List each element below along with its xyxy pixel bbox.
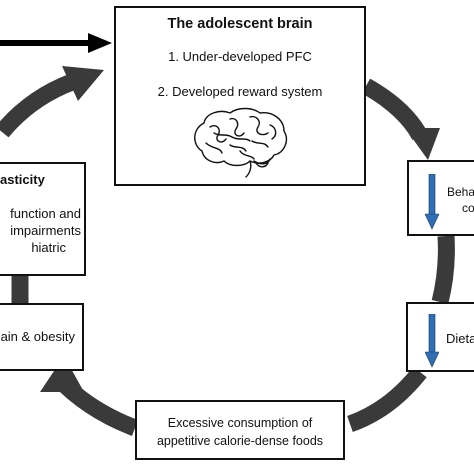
brain-box-item-pfc: 1. Under-developed PFC xyxy=(168,49,312,64)
food-box-line: Excessive consumption of xyxy=(167,416,313,430)
food-box-line: appetitive calorie-dense foods xyxy=(156,434,324,448)
behaviour-box-line: co xyxy=(462,201,474,215)
down-arrow-icon xyxy=(425,174,439,230)
behaviour-box-line: Beha xyxy=(447,185,474,199)
obesity-box-label: ain & obesity xyxy=(0,329,75,344)
brain-box-item-reward: 2. Developed reward system xyxy=(157,84,323,99)
food-consumption-box: Excessive consumption of appetitive calo… xyxy=(135,400,345,460)
brain-icon xyxy=(194,107,288,178)
cycle-arrow-lower-right xyxy=(347,366,427,433)
plasticity-box: asticity function and impairments hiatri… xyxy=(0,162,86,276)
plasticity-box-line: impairments xyxy=(10,223,81,238)
behaviour-box: Beha co xyxy=(407,160,474,236)
cycle-arrow-upper-right xyxy=(361,78,440,160)
cycle-arrow-upper-left xyxy=(0,66,104,138)
plasticity-box-line: hiatric xyxy=(31,240,66,255)
brain-box-title: The adolescent brain xyxy=(167,16,313,32)
right-arrow-icon xyxy=(0,33,112,53)
brain-obesity-box: ain & obesity xyxy=(0,303,84,371)
plasticity-box-title: asticity xyxy=(0,172,45,187)
diet-box: Dieta xyxy=(406,302,474,372)
diet-box-label: Dieta xyxy=(446,331,474,346)
cycle-arrow-right xyxy=(431,235,455,305)
down-arrow-icon xyxy=(425,314,439,368)
plasticity-box-line: function and xyxy=(10,206,81,221)
cycle-arrow-lower-left xyxy=(40,356,139,436)
adolescent-brain-box: The adolescent brain 1. Under-developed … xyxy=(114,6,366,186)
